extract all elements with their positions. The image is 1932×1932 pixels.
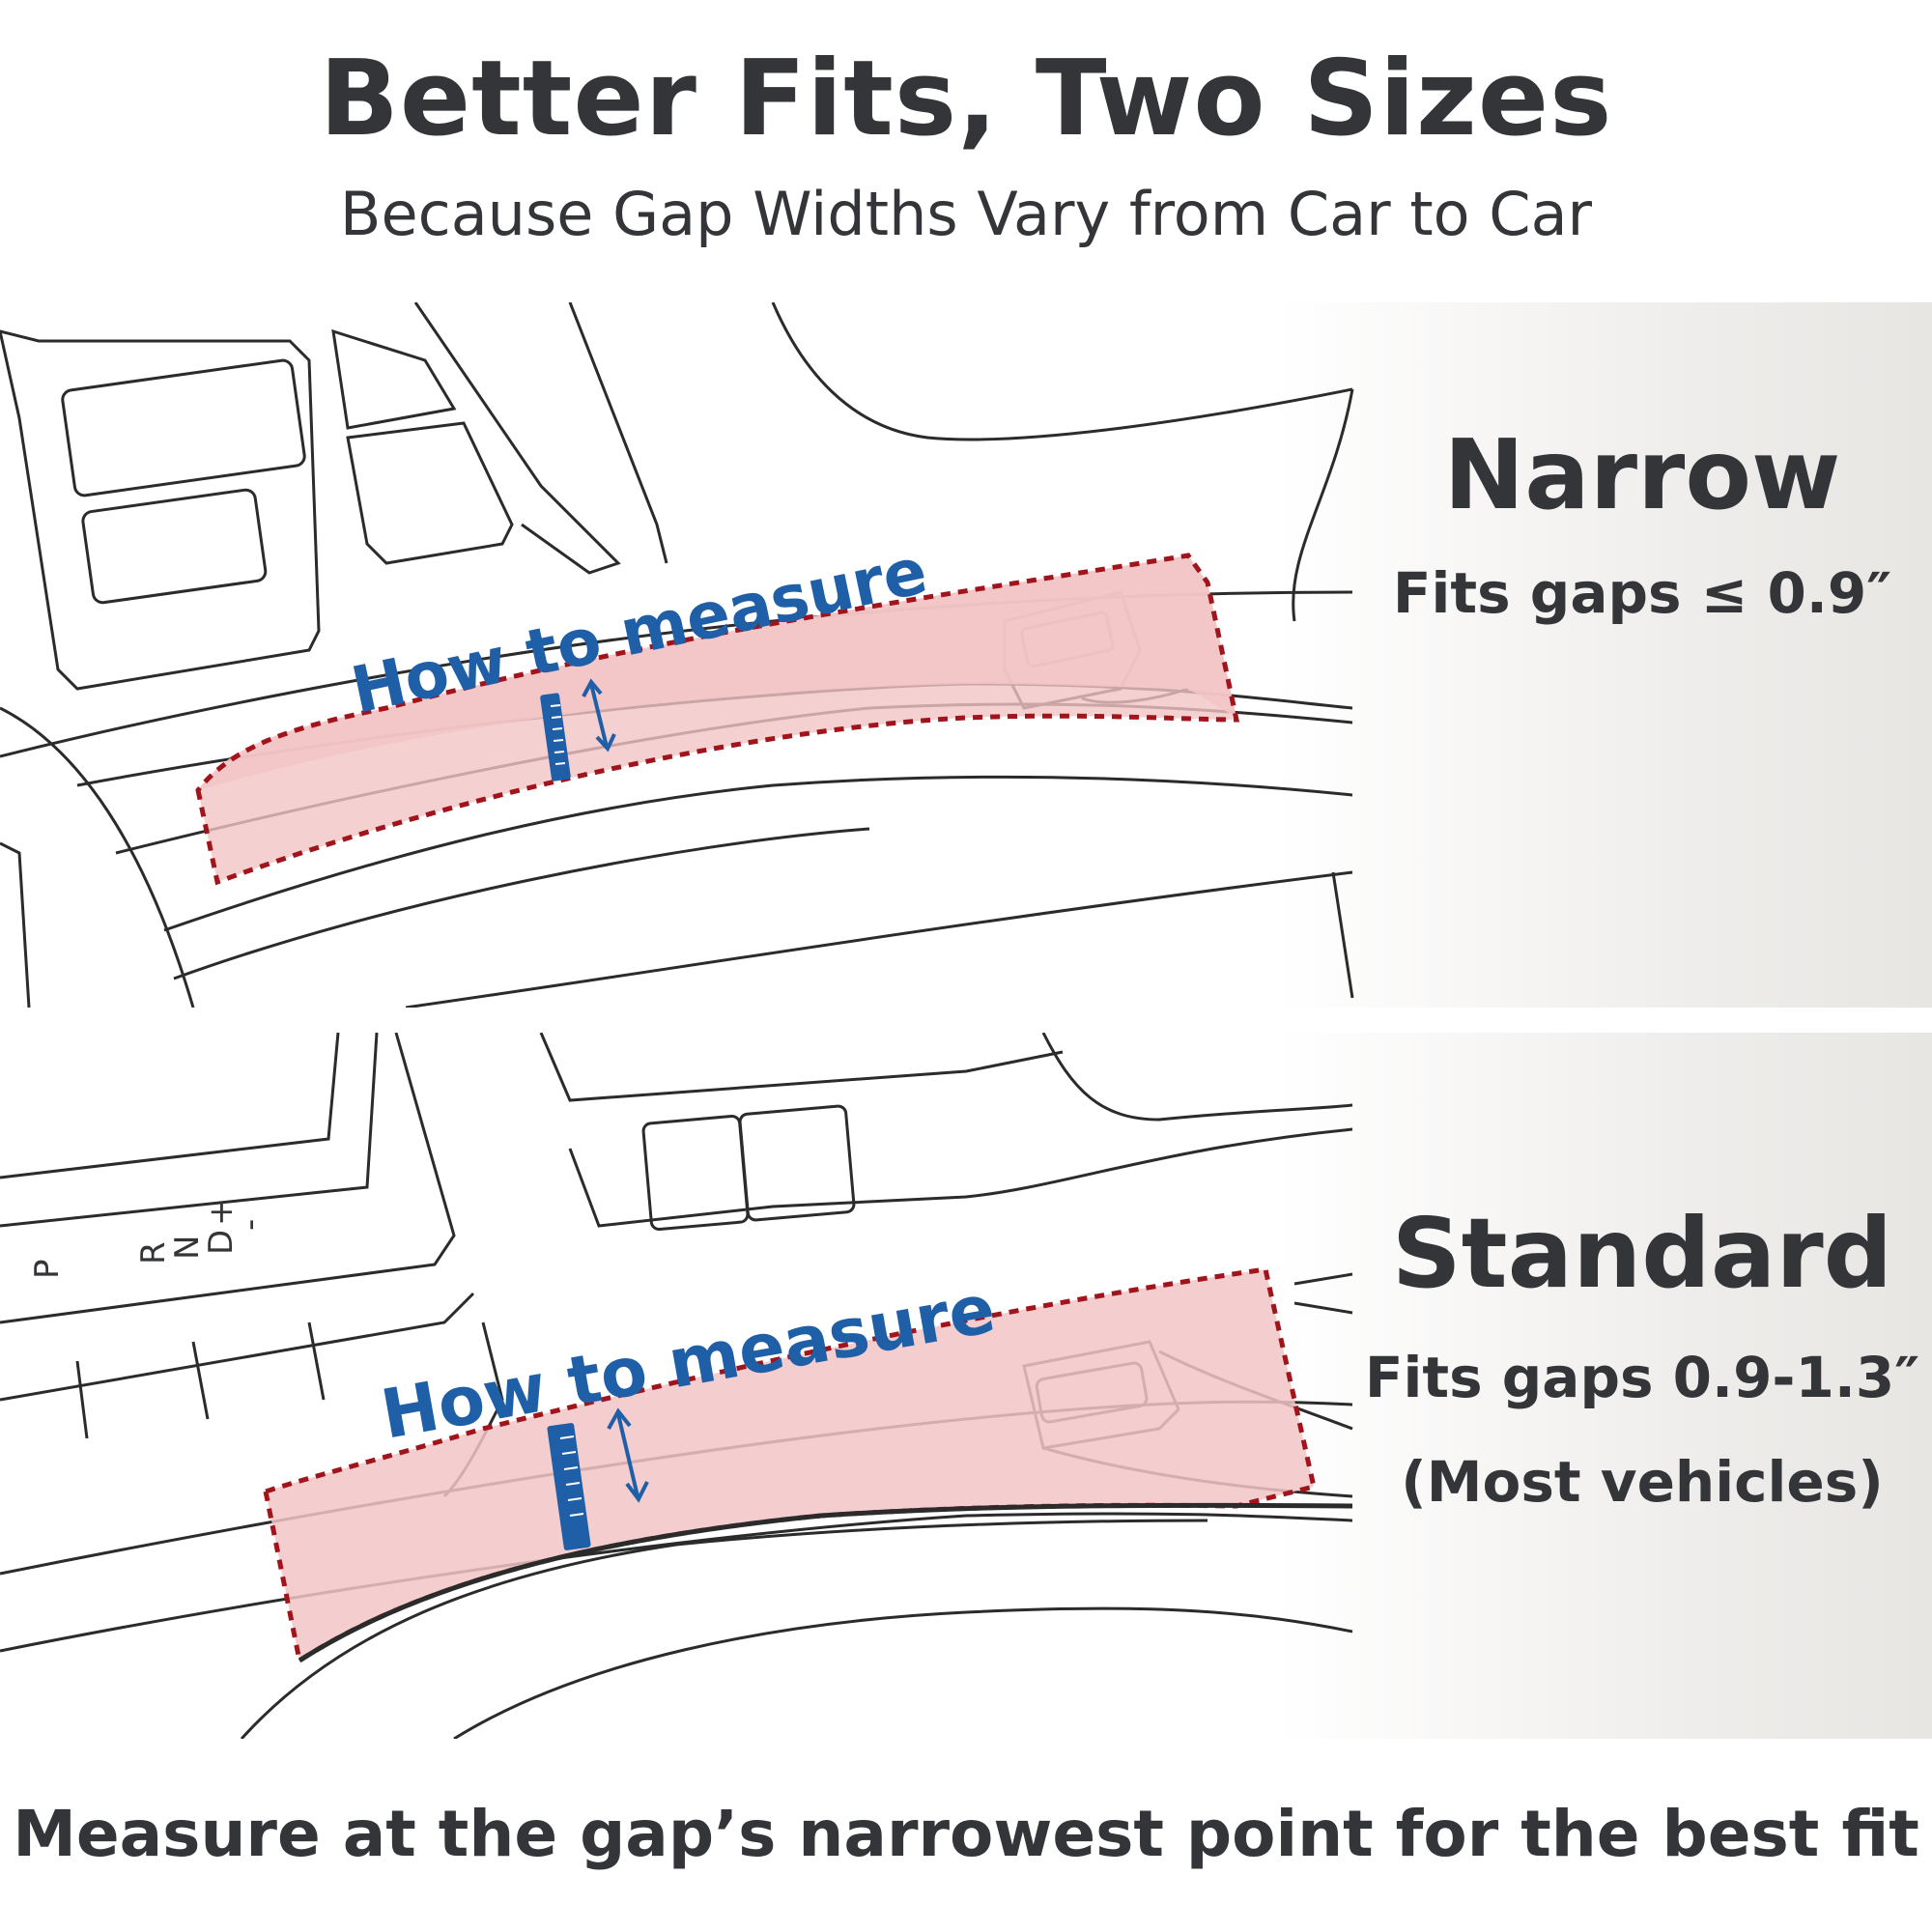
- footer-note: Measure at the gap’s narrowest point for…: [13, 1797, 1919, 1871]
- double-arrow-icon: [582, 678, 616, 753]
- ruler-icon: [547, 1423, 591, 1550]
- size-note-text: (Most vehicles): [1401, 1449, 1884, 1515]
- gear-label-p: P: [28, 1259, 67, 1279]
- page-subtitle: Because Gap Widths Vary from Car to Car: [339, 179, 1593, 249]
- car-console-illustration-standard: P R N D + - How to measur: [0, 1033, 1353, 1739]
- narrow-size-info: Narrow Fits gaps ≤ 0.9″: [1352, 418, 1932, 626]
- gear-label-plus: +: [202, 1199, 241, 1227]
- narrow-panel: How to measure Narrow Fits gaps ≤ 0.9″: [0, 302, 1932, 1008]
- size-fit-text: Fits gaps 0.9-1.3″: [1364, 1345, 1920, 1410]
- double-arrow-icon: [607, 1407, 649, 1503]
- car-console-illustration-narrow: How to measure: [0, 302, 1354, 1008]
- gear-label-n: N: [168, 1236, 207, 1260]
- ruler-icon: [540, 693, 571, 781]
- standard-panel: P R N D + - How to measur: [0, 1033, 1932, 1739]
- standard-size-info: Standard Fits gaps 0.9-1.3″ (Most vehicl…: [1352, 1197, 1932, 1515]
- size-name: Narrow: [1443, 418, 1841, 531]
- gear-label-minus: -: [231, 1219, 270, 1231]
- gear-label-d: D: [202, 1230, 241, 1255]
- size-name: Standard: [1391, 1197, 1893, 1310]
- page-title: Better Fits, Two Sizes: [319, 39, 1613, 159]
- gear-label-r: R: [134, 1241, 173, 1264]
- size-fit-text: Fits gaps ≤ 0.9″: [1392, 560, 1892, 626]
